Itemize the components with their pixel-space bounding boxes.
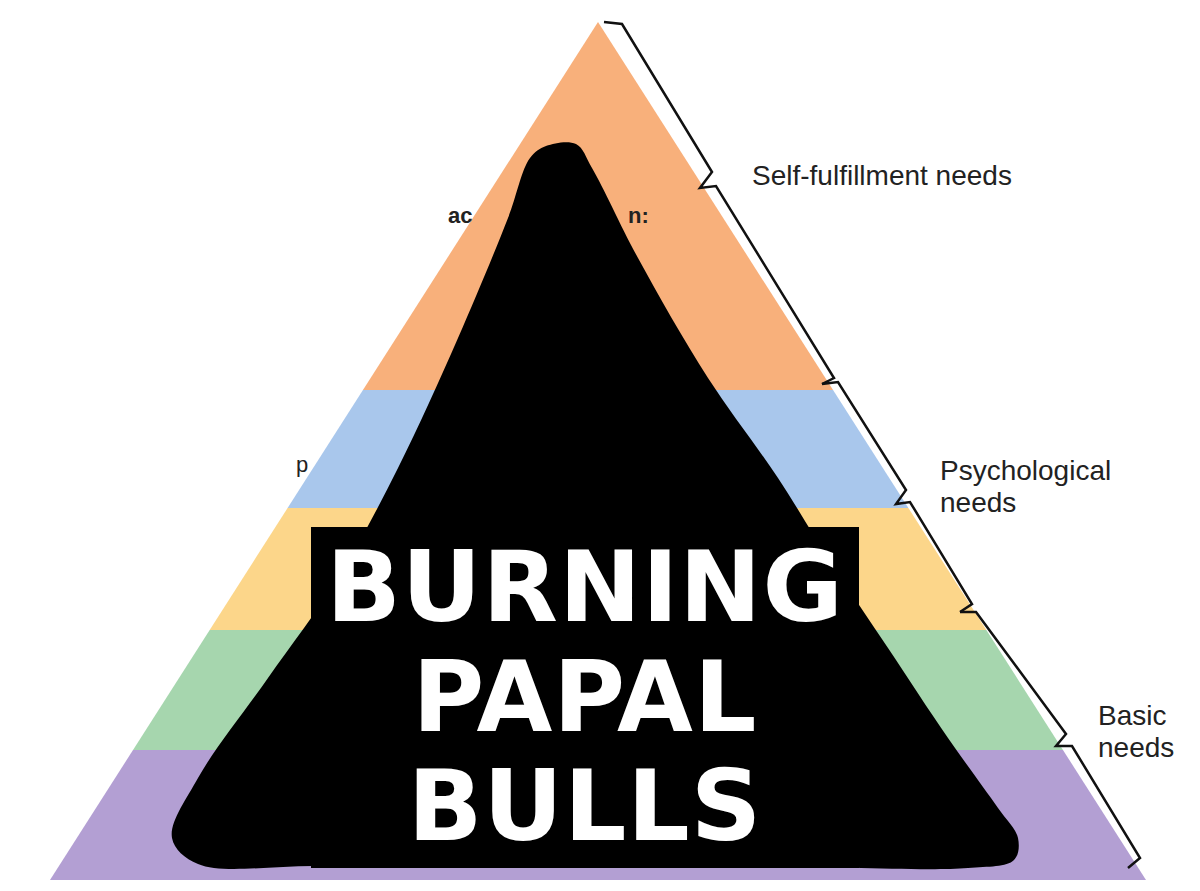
bracket-label: Basic needs [1098, 700, 1193, 764]
meme-caption: BURNING PAPAL BULLS [311, 527, 859, 868]
black-blob: BURNING PAPAL BULLS [168, 138, 1024, 873]
level-fragment: n: [628, 203, 688, 228]
level-fragment: ac [448, 203, 508, 228]
bracket-label: Psychological needs [940, 455, 1180, 519]
bracket-label: Self-fulfillment needs [752, 160, 1012, 192]
level-fragment: p [296, 452, 336, 477]
blob-shape [172, 142, 1019, 869]
